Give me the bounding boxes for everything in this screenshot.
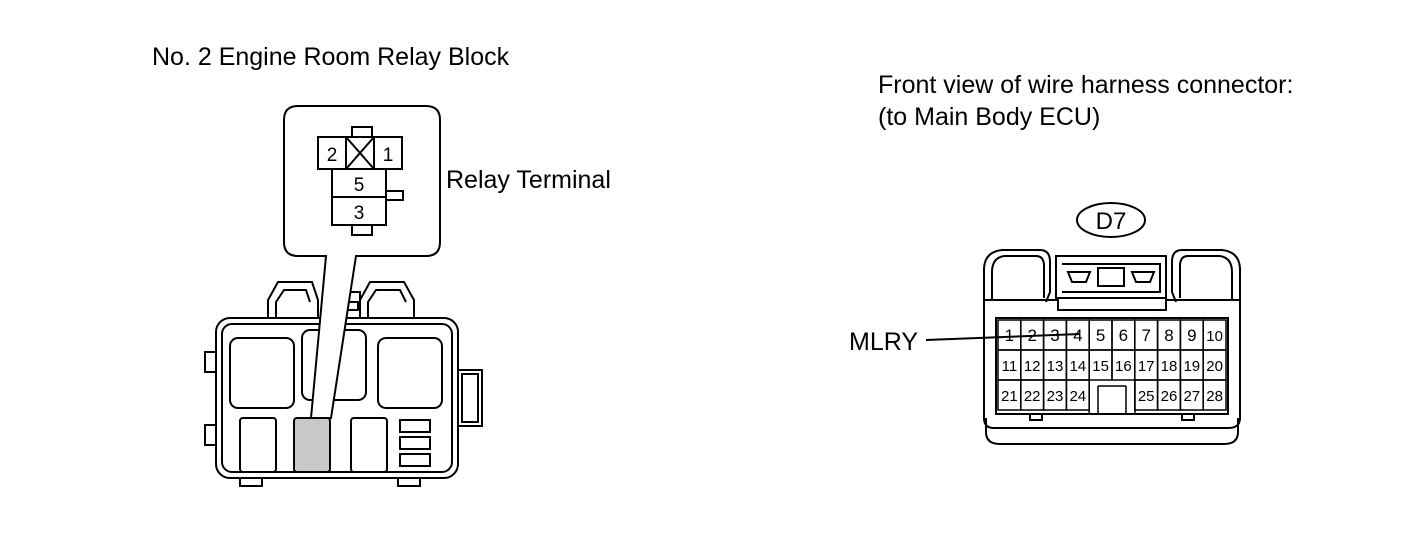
relay-callout-bubble [283,105,441,419]
pin-number: 9 [1187,326,1196,345]
connector-key-slot [1088,380,1136,414]
connector-pin-grid: 1234567891011121314151617181920212223242… [997,319,1227,414]
pin-number: 24 [1069,388,1086,405]
mlry-leader-line [925,333,1081,341]
pin-number: 19 [1183,358,1200,375]
pin-number: 28 [1206,388,1223,405]
pin-number: 8 [1164,326,1173,345]
connector-code-badge [1076,202,1146,238]
pin-number: 10 [1206,328,1223,345]
pin-number: 18 [1161,358,1178,375]
pin-number: 16 [1115,358,1132,375]
pin-number: 13 [1047,358,1064,375]
pin-number: 26 [1161,388,1178,405]
pin-number: 27 [1183,388,1200,405]
pin-number: 7 [1141,326,1150,345]
pin-number: 4 [1073,326,1082,345]
relay-terminal-3: 3 [354,203,365,224]
pin-number: 22 [1024,388,1041,405]
connector-view-title: Front view of wire harness connector: [878,71,1294,99]
highlighted-relay-slot [293,417,331,473]
connector-housing [983,249,1241,445]
pin-number: 21 [1001,388,1018,405]
pin-number: 12 [1024,358,1041,375]
connector-code-text: D7 [1096,208,1127,235]
pin-number: 6 [1119,326,1128,345]
pin-number: 20 [1206,358,1223,375]
pin-number: 17 [1138,358,1155,375]
pin-number: 23 [1047,388,1064,405]
relay-terminal-1: 1 [383,145,394,166]
pin-cell [1202,379,1227,411]
relay-terminal-label: Relay Terminal [446,166,611,194]
relay-block-title: No. 2 Engine Room Relay Block [152,43,510,71]
relay-terminal-symbol [317,126,404,236]
pin-number: 11 [1002,358,1018,375]
relay-block [204,281,483,487]
mlry-signal-label: MLRY [849,328,919,356]
relay-terminal-2: 2 [327,145,338,166]
relay-terminal-5: 5 [354,175,365,196]
connector-view-subtitle: (to Main Body ECU) [878,103,1101,131]
pin-number: 5 [1096,326,1105,345]
pin-number: 15 [1092,358,1109,375]
pin-number: 25 [1138,388,1155,405]
pin-number: 1 [1005,326,1014,345]
pin-number: 14 [1069,358,1086,375]
